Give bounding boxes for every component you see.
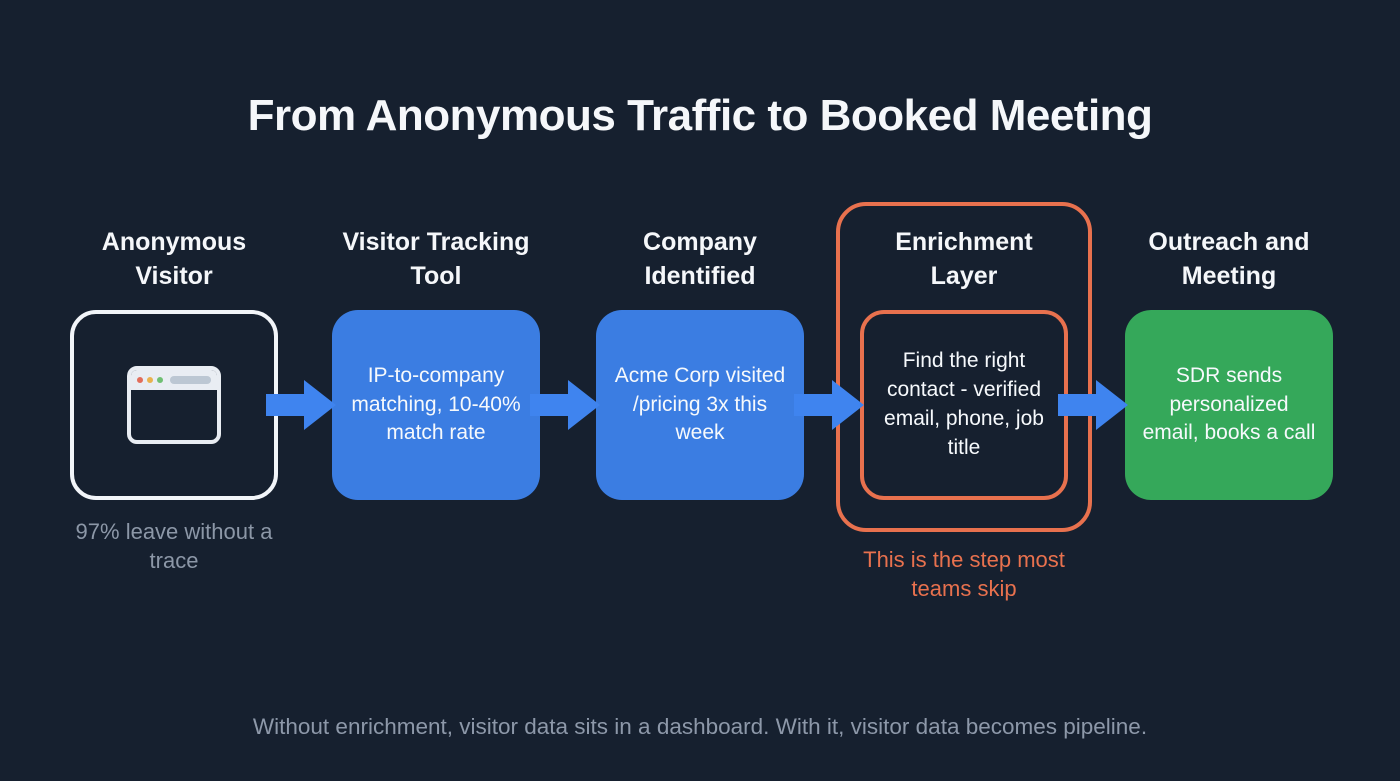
arrow-right-icon (794, 377, 866, 433)
browser-dot-green-icon (157, 377, 163, 383)
stage-label-outreach-meeting: Outreach and Meeting (1148, 228, 1310, 290)
stage-box-anonymous-visitor (70, 310, 278, 500)
stage-box-outreach-meeting: SDR sends personalized email, books a ca… (1125, 310, 1333, 500)
arrow-right-icon (530, 377, 602, 433)
stage-box-enrichment-layer: Find the right contact - verified email,… (860, 310, 1068, 500)
browser-body (131, 390, 217, 440)
browser-titlebar (131, 370, 217, 390)
stage-note-anonymous-visitor: 97% leave without a trace (75, 519, 273, 573)
browser-urlbar (170, 376, 211, 384)
stage-label-visitor-tracking: Visitor Tracking Tool (342, 228, 530, 290)
stage-box-company-identified: Acme Corp visited /pricing 3x this week (596, 310, 804, 500)
arrow-right-icon (1058, 377, 1130, 433)
browser-dot-red-icon (137, 377, 143, 383)
caption: Without enrichment, visitor data sits in… (252, 714, 1148, 739)
stage-box-visitor-tracking: IP-to-company matching, 10-40% match rat… (332, 310, 540, 500)
stage-label-anonymous-visitor: Anonymous Visitor (101, 228, 247, 290)
stage-label-company-identified: Company Identified (643, 228, 757, 290)
stage-note-enrichment-skip: This is the step most teams skip (863, 547, 1065, 601)
diagram-title: From Anonymous Traffic to Booked Meeting (247, 91, 1153, 141)
stage-label-enrichment-layer: Enrichment Layer (895, 228, 1033, 290)
arrow-right-icon (266, 377, 338, 433)
highlight-outline (836, 202, 1092, 532)
browser-window-icon (127, 366, 221, 444)
browser-dot-yellow-icon (147, 377, 153, 383)
